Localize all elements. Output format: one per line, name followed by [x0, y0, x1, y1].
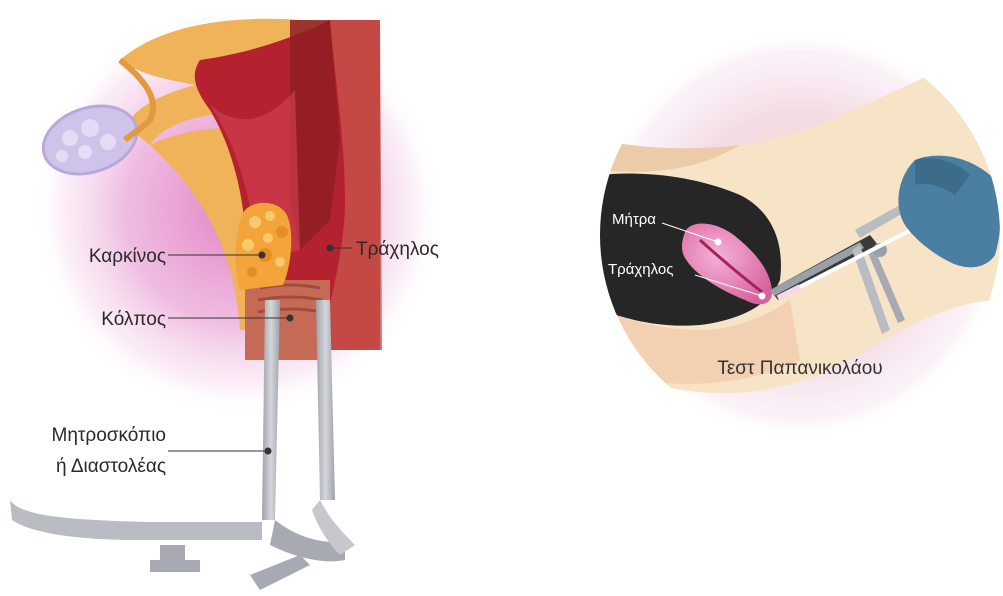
- label-speculum-line1: Μητροσκόπιο: [52, 425, 166, 446]
- label-cervix-left: Τράχηλος: [356, 239, 439, 260]
- right-panel: Μήτρα Τράχηλος Τεστ Παπανικολάου: [595, 30, 1003, 440]
- tumor: [235, 203, 291, 290]
- left-panel: Καρκίνος Τράχηλος Κόλπος Μητροσκόπιο ή Δ…: [10, 5, 443, 590]
- label-uterus: Μήτρα: [612, 211, 656, 228]
- label-speculum-line2: ή Διαστολέας: [56, 456, 166, 477]
- label-vagina: Κόλπος: [101, 309, 166, 330]
- caption-pap-test: Τεστ Παπανικολάου: [717, 358, 882, 379]
- label-cancer: Καρκίνος: [89, 246, 166, 267]
- label-cervix-right: Τράχηλος: [608, 261, 673, 278]
